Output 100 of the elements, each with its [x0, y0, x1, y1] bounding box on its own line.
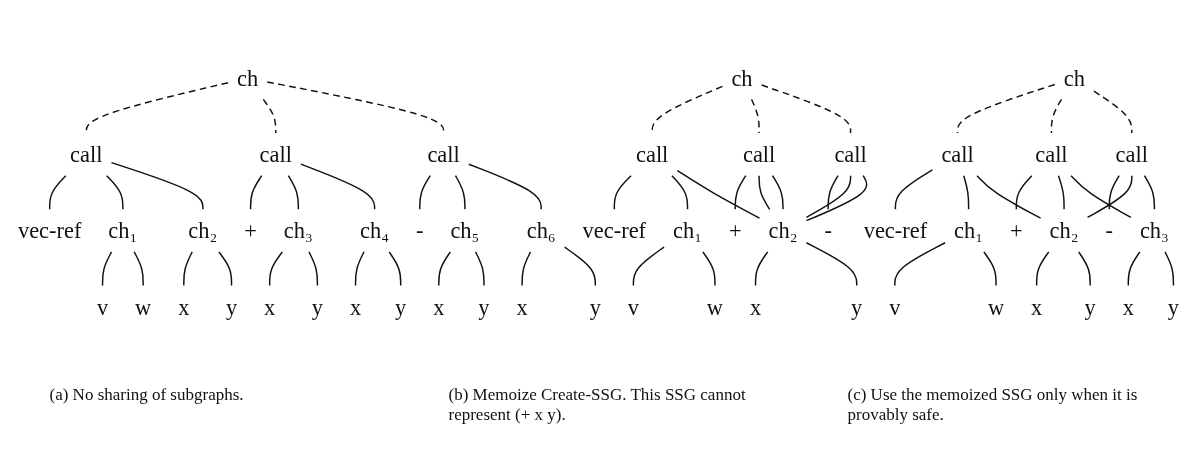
- connector: [468, 163, 542, 211]
- node-text: v: [889, 294, 901, 320]
- connector: [1127, 251, 1141, 287]
- connector: [963, 174, 970, 211]
- node-text: w: [135, 294, 152, 320]
- connector: [676, 169, 761, 219]
- node-text: call: [70, 142, 103, 167]
- node-text: ch: [1063, 65, 1085, 91]
- node-text: ch₁: [108, 218, 138, 243]
- connector: [133, 251, 144, 287]
- node-text: call: [742, 142, 776, 167]
- connector: [1143, 174, 1156, 211]
- node-text: v: [627, 294, 640, 320]
- connector: [754, 251, 769, 287]
- connector: [956, 83, 1056, 134]
- connector: [308, 251, 319, 287]
- connector: [183, 251, 193, 287]
- node-text: -: [1105, 218, 1113, 243]
- node-text: y: [851, 294, 863, 320]
- node-text: y: [1167, 294, 1180, 320]
- node-text: x: [516, 294, 528, 320]
- caption: (c) Use the memoized SSG only when it is provably safe.: [847, 385, 1139, 425]
- node-text: ch₃: [1139, 218, 1169, 243]
- connector: [110, 161, 204, 211]
- node-text: y: [478, 294, 490, 320]
- node-text: x: [1122, 294, 1134, 320]
- node-text: ch₅: [450, 218, 480, 243]
- connector: [702, 251, 716, 287]
- node-text: -: [824, 218, 832, 243]
- connector: [976, 174, 1042, 219]
- connector: [388, 251, 402, 287]
- connector: [983, 251, 997, 287]
- node-text: ch₂: [1049, 218, 1079, 243]
- node-text: ch₄: [360, 218, 390, 243]
- connector: [1093, 90, 1133, 134]
- connector: [894, 169, 934, 211]
- node-text: w: [706, 294, 724, 320]
- node-text: call: [834, 142, 867, 167]
- node-text: call: [941, 142, 974, 167]
- node-text: vec-ref: [863, 218, 928, 243]
- node-text: call: [635, 142, 669, 167]
- connector: [262, 98, 277, 134]
- connector: [474, 251, 485, 287]
- connector: [734, 174, 747, 211]
- node-text: y: [1084, 294, 1096, 320]
- node-text: x: [178, 294, 190, 320]
- connector: [1057, 174, 1065, 211]
- connector: [1015, 174, 1033, 211]
- connector: [1164, 251, 1175, 287]
- node-text: -: [416, 218, 424, 243]
- node-text: y: [311, 294, 324, 320]
- node-text: ch: [237, 65, 259, 91]
- node-text: y: [589, 294, 601, 320]
- node-text: +: [728, 218, 742, 243]
- connector: [354, 251, 365, 287]
- node-text: x: [1031, 294, 1043, 320]
- connector: [563, 246, 596, 287]
- connector: [750, 98, 760, 134]
- connector: [268, 251, 284, 287]
- node-text: vec-ref: [17, 218, 82, 243]
- node-text: ch₂: [188, 218, 218, 243]
- node-text: ch₃: [283, 218, 313, 243]
- connector: [894, 242, 946, 287]
- connector: [454, 174, 466, 211]
- node-text: ch₆: [526, 218, 556, 243]
- connector: [805, 242, 858, 287]
- node-text: x: [749, 294, 762, 320]
- connector: [805, 174, 852, 219]
- node-text: w: [987, 294, 1005, 320]
- connector: [438, 251, 452, 287]
- node-text: y: [225, 294, 238, 320]
- node-text: call: [427, 142, 460, 167]
- connector: [805, 174, 868, 222]
- connector: [1050, 98, 1063, 134]
- connector: [613, 174, 632, 211]
- connector: [671, 174, 689, 211]
- connector: [218, 251, 233, 287]
- node-text: vec-ref: [582, 218, 647, 243]
- connector: [771, 174, 784, 211]
- connector: [1086, 174, 1133, 219]
- connector: [106, 174, 124, 211]
- connector: [827, 174, 839, 211]
- connector: [287, 174, 300, 211]
- node-text: call: [1115, 142, 1148, 167]
- node-text: x: [349, 294, 362, 320]
- connector: [300, 163, 376, 211]
- connector: [419, 174, 431, 211]
- caption: (b) Memoize Create-SSG. This SSG cannot represent (+ x y).: [448, 385, 747, 425]
- node-text: ch₂: [768, 218, 798, 243]
- connector: [1070, 174, 1132, 219]
- node-text: +: [244, 218, 257, 243]
- connector: [632, 246, 665, 287]
- node-text: x: [264, 294, 276, 320]
- node-text: call: [259, 142, 292, 167]
- connector: [1077, 251, 1091, 287]
- connector: [48, 174, 67, 211]
- connector: [758, 174, 771, 211]
- connector: [249, 174, 263, 211]
- node-text: y: [395, 294, 407, 320]
- connector: [521, 251, 532, 287]
